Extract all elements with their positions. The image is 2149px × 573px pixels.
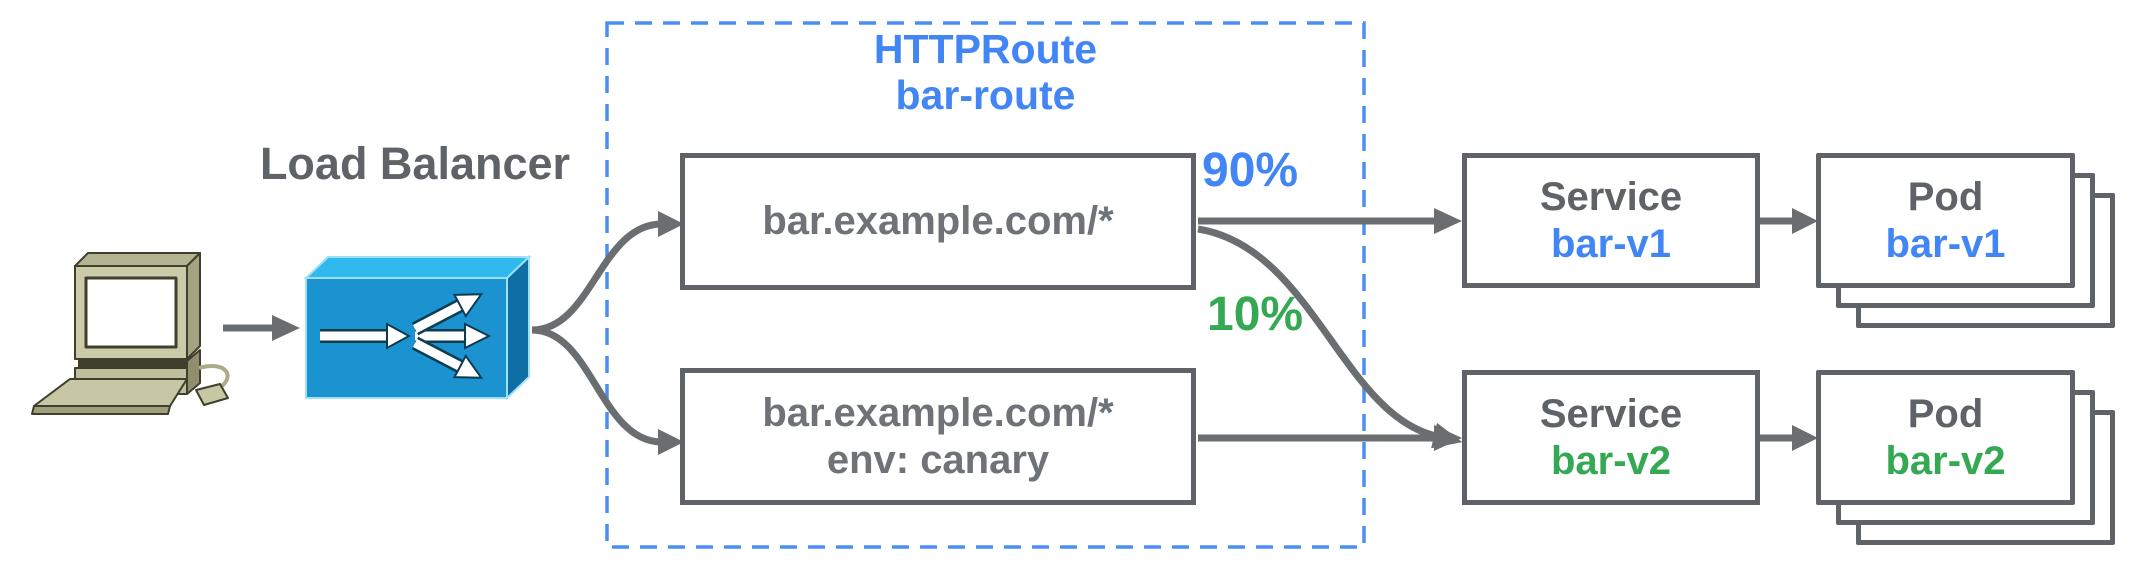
arrow-rule2-to-service2 [1198,425,1462,451]
service-name-label: bar-v1 [1550,221,1672,266]
arrow-lb-to-rule-2 [531,326,684,455]
lb-arrows-glyph [320,293,492,379]
service-box-bar-v1: Service bar-v1 [1462,153,1760,288]
weight-label-10: 10% [1207,288,1304,341]
httproute-title: HTTPRoute bar-route [607,26,1364,118]
httproute-dashed-border [605,21,1366,549]
pod-box-bar-v2: Pod bar-v2 [1816,370,2075,505]
pod-stack-bar-v2: Pod bar-v2 [1816,370,2115,545]
rule-box-canary: bar.example.com/* env: canary [680,368,1196,505]
httproute-kind-label: HTTPRoute [873,26,1098,72]
pod-kind-label: Pod [1907,174,1984,219]
pod-name-label: bar-v2 [1885,438,2006,483]
arrow-service2-to-pod2 [1758,425,1818,451]
rule-match-label: bar.example.com/* [762,199,1114,243]
service-kind-label: Service [1539,391,1683,436]
arrow-lb-to-rule-1 [531,211,684,334]
load-balancer-label: Load Balancer [259,138,571,189]
service-box-bar-v2: Service bar-v2 [1462,370,1760,505]
service-kind-label: Service [1539,174,1683,219]
desktop-computer-icon [31,252,230,415]
pod-name-label: bar-v1 [1885,221,2006,266]
service-name-label: bar-v2 [1550,438,1672,483]
pod-box-bar-v1: Pod bar-v1 [1816,153,2075,288]
arrow-rule1-to-service2 [1197,225,1463,449]
httproute-name-label: bar-route [895,72,1076,118]
arrow-rule1-to-service1 [1198,208,1462,234]
arrow-service1-to-pod1 [1758,208,1818,234]
arrow-client-to-lb [223,315,300,341]
rule-box-primary: bar.example.com/* [680,153,1196,290]
rule-header-match-label: env: canary [826,437,1050,482]
load-balancer-icon [303,254,532,401]
pod-stack-bar-v1: Pod bar-v1 [1816,153,2115,328]
rule-match-label: bar.example.com/* [762,390,1114,435]
pod-kind-label: Pod [1907,391,1984,436]
weight-label-90: 90% [1202,144,1299,197]
